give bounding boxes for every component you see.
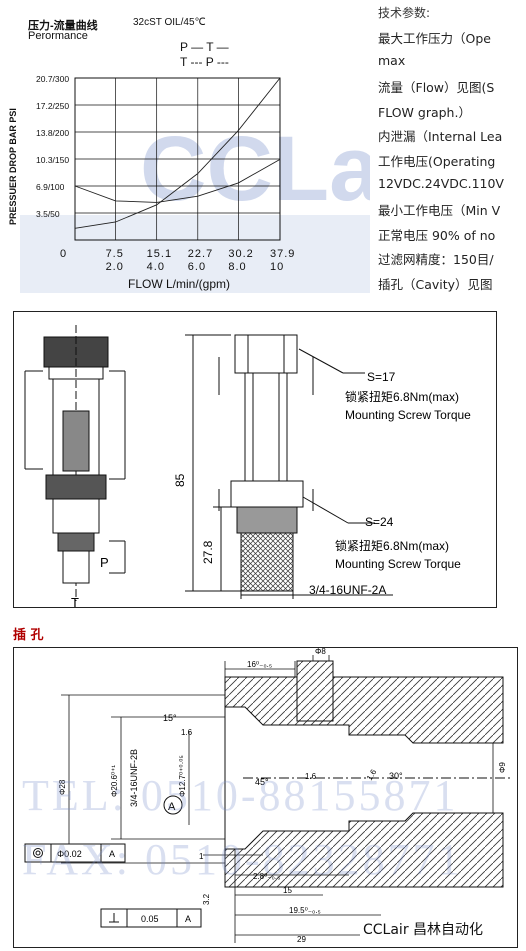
performance-chart-panel: 压力-流量曲线 Perormance 32cST OIL/45℃ P — T —… xyxy=(0,0,370,300)
roughness-1-6-b: 1.6 xyxy=(305,772,317,781)
dim-16: 16⁰₋₀.₅ xyxy=(247,660,272,669)
tol1-ref: A xyxy=(109,849,115,859)
spec-line: 12VDC.24VDC.110V xyxy=(378,175,504,191)
dim-85: 85 xyxy=(173,473,187,487)
x-tick-label-gpm: 2.0 xyxy=(106,261,124,273)
spec-panel: 技术参数: xyxy=(370,0,526,300)
cavity-body xyxy=(224,660,513,888)
y-tick-label: 3.5/50 xyxy=(36,209,60,219)
dim-3-2: 3.2 xyxy=(202,893,211,905)
spec-line: max xyxy=(378,52,406,68)
x-tick-label: 7.5 xyxy=(106,248,124,260)
spec-line: FLOW graph.） xyxy=(378,104,471,120)
chart-watermark: CCLair xyxy=(140,118,370,220)
chart-oil-condition: 32cST OIL/45℃ xyxy=(133,17,206,28)
performance-chart: CCLair 20.7/300 17.2/250 13.8/200 10.3/150 6… xyxy=(8,74,370,293)
cavity-dimension-lines xyxy=(61,655,494,943)
dim-2-8: 2.8⁰₋₀.₅ xyxy=(253,872,280,881)
spec-line: 流量（Flow）见图(S xyxy=(378,80,495,96)
angle-45: 45° xyxy=(255,777,269,787)
dim-27-8: 27.8 xyxy=(201,540,215,564)
valve-drawing-frame xyxy=(13,311,497,608)
valve-drawing: P T S=17 锁紧扭矩6.8Nm(max) Mounting Screw T… xyxy=(24,325,471,608)
cavity-drawing-frame xyxy=(13,647,518,948)
x-tick-label: 15.1 xyxy=(147,248,172,260)
x-tick-label: 0 xyxy=(60,248,67,260)
x-tick-label: 37.9 xyxy=(270,248,295,260)
tol2-ref: A xyxy=(185,914,191,924)
torque2-en: Mounting Screw Torque xyxy=(335,557,461,571)
x-tick-label-gpm: 10 xyxy=(270,261,284,273)
torque1-cn: 锁紧扭矩6.8Nm(max) xyxy=(345,389,459,404)
x-tick-label: 30.2 xyxy=(228,248,253,260)
valve-thread: 3/4-16UNF-2A xyxy=(309,583,386,597)
dim-1: 1 xyxy=(199,852,204,861)
x-tick-label-gpm: 4.0 xyxy=(147,261,165,273)
dim-phi28: Φ28 xyxy=(58,779,67,795)
torque1-en: Mounting Screw Torque xyxy=(345,408,471,422)
y-tick-label: 17.2/250 xyxy=(36,101,69,111)
port-p-label: P xyxy=(100,555,109,570)
y-tick-labels: 20.7/300 17.2/250 13.8/200 10.3/150 6.9/100 3… xyxy=(36,74,69,219)
y-axis-label: PRESSUER DROP BAR PSI xyxy=(8,108,18,225)
tolerance-frame-concentricity xyxy=(24,843,126,863)
dim-phi9: Φ9 xyxy=(498,762,507,773)
series-line-p-t xyxy=(74,77,281,229)
tol2-value: 0.05 xyxy=(141,914,159,924)
series-line-t-p xyxy=(74,159,281,203)
port-t-label: T xyxy=(71,595,79,608)
legend-t-p: T --- P --- xyxy=(180,55,229,69)
spec-heading: 技术参数: xyxy=(378,6,431,20)
valve-section-view xyxy=(24,325,126,601)
spec-line: 内泄漏（Internal Lea xyxy=(378,129,503,145)
tolerance-frame-perpendicularity xyxy=(100,908,202,928)
chart-grid xyxy=(74,77,281,241)
hex-size-17: S=17 xyxy=(367,370,396,384)
spec-line: 最大工作压力（Ope xyxy=(378,31,491,46)
spec-line: 工作电压(Operating xyxy=(378,154,496,169)
chart-title-en: Perormance xyxy=(28,30,88,42)
datum-a-marker xyxy=(163,795,183,815)
torque2-cn: 锁紧扭矩6.8Nm(max) xyxy=(335,538,449,553)
cavity-title: 插 孔 xyxy=(13,628,44,643)
chart-title-cn: 压力-流量曲线 xyxy=(28,20,98,32)
x-tick-label-gpm: 8.0 xyxy=(228,261,246,273)
angle-15: 15° xyxy=(163,713,177,723)
y-tick-label: 10.3/150 xyxy=(36,155,69,165)
dim-19-5: 19.5⁰₋₀.₅ xyxy=(289,906,321,915)
brand-label: CCLair 昌林自动化 xyxy=(360,918,487,940)
spec-line: 正常电压 90% of no xyxy=(378,227,496,243)
x-tick-label-gpm: 6.0 xyxy=(188,261,206,273)
watermark-fax: FAX: 0510-82328771 xyxy=(22,835,463,884)
dim-15: 15 xyxy=(283,886,292,895)
y-tick-label: 6.9/100 xyxy=(36,182,65,192)
spec-line: 插孔（Cavity）见图 xyxy=(378,277,493,292)
x-tick-label: 22.7 xyxy=(188,248,213,260)
y-tick-label: 13.8/200 xyxy=(36,128,69,138)
angle-30: 30° xyxy=(389,771,403,781)
spec-line: 最小工作电压（Min V xyxy=(378,203,501,219)
valve-outline-view xyxy=(185,334,393,599)
x-axis-label: FLOW L/min/(gpm) xyxy=(128,277,230,291)
dim-phi8: Φ8 xyxy=(315,647,326,656)
y-tick-label: 20.7/300 xyxy=(36,74,69,84)
x-tick-labels: 0 7.5 15.1 22.7 30.2 37.9 2.0 4.0 6.0 8.0 10 xyxy=(60,248,295,273)
cavity-thread: 3/4-16UNF-2B xyxy=(129,749,139,807)
chart-series xyxy=(74,77,281,229)
dim-29: 29 xyxy=(297,935,306,944)
roughness-1-6-a: 1.6 xyxy=(181,728,193,737)
legend-p-t: P — T — xyxy=(180,40,229,54)
cavity-drawing: A Φ0.02 A 0.05 A 16⁰₋₀.₅ Φ8 Φ9 Φ28 Φ20.6… xyxy=(24,647,513,944)
hex-size-24: S=24 xyxy=(365,515,394,529)
spec-line: 过滤网精度：150目/ xyxy=(378,252,494,268)
tol1-value: Φ0.02 xyxy=(57,849,82,859)
datum-a: A xyxy=(168,801,176,813)
dim-phi12-7: Φ12.7⁰⁺⁰·⁰⁵ xyxy=(178,755,187,797)
watermark-tel: TEL: 0510-88155871 xyxy=(22,771,459,820)
dim-phi20-6: Φ20.6⁰⁺¹ xyxy=(110,765,119,797)
